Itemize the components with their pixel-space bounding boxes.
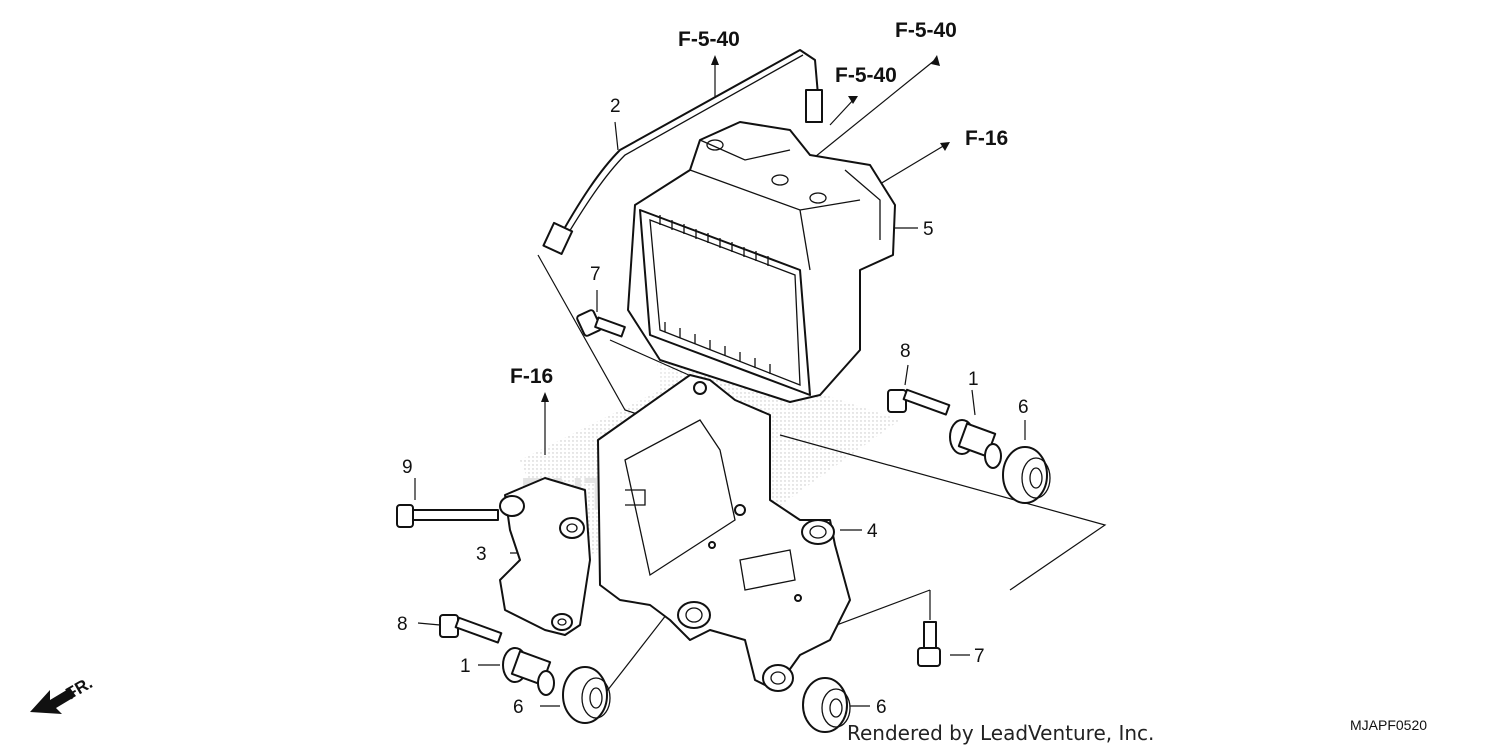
credit-text: Rendered by LeadVenture, Inc.: [847, 721, 1154, 745]
front-arrow-icon: FR.: [30, 673, 96, 714]
ref-f540-right: F-5-40: [895, 19, 957, 42]
collar-1-right: [949, 419, 1002, 469]
bolt-9: [396, 504, 499, 528]
bolt-7-top: [576, 309, 626, 338]
label-part-3: 3: [476, 544, 487, 565]
label-part-4: 4: [867, 521, 878, 542]
bolt-7-bottom: [917, 621, 941, 667]
label-part-9: 9: [402, 457, 413, 478]
diagram-code: MJAPF0520: [1350, 717, 1427, 733]
label-part-1-right: 1: [968, 369, 979, 390]
leader-lines: [414, 59, 1107, 707]
label-part-7-bottom: 7: [974, 646, 985, 667]
label-part-8-right: 8: [900, 341, 911, 362]
bolt-8-right: [887, 388, 951, 416]
brake-pipe: [542, 49, 823, 256]
reference-arrows: [541, 55, 950, 402]
label-part-6-left: 6: [513, 697, 524, 718]
ref-f16-left: F-16: [510, 365, 553, 388]
rubber-mount-6-bottom: [802, 677, 851, 733]
label-part-6-right: 6: [1018, 397, 1029, 418]
rubber-mount-6-left: [562, 666, 611, 724]
label-part-2: 2: [610, 96, 621, 117]
ref-f16-right: F-16: [965, 127, 1008, 150]
collar-1-left: [502, 647, 555, 696]
ref-f540-left: F-5-40: [678, 28, 740, 51]
pcv-joint: [499, 477, 646, 636]
rubber-mount-6-right: [1002, 446, 1051, 504]
label-part-6-bottom: 6: [876, 697, 887, 718]
label-part-8-left: 8: [397, 614, 408, 635]
label-part-1-left: 1: [460, 656, 471, 677]
abs-bracket: [597, 374, 851, 692]
abs-modulator: [627, 121, 896, 403]
label-part-5: 5: [923, 219, 934, 240]
label-part-7-top: 7: [590, 264, 601, 285]
ref-f540-mid: F-5-40: [835, 64, 897, 87]
bolt-8-left: [439, 614, 503, 644]
